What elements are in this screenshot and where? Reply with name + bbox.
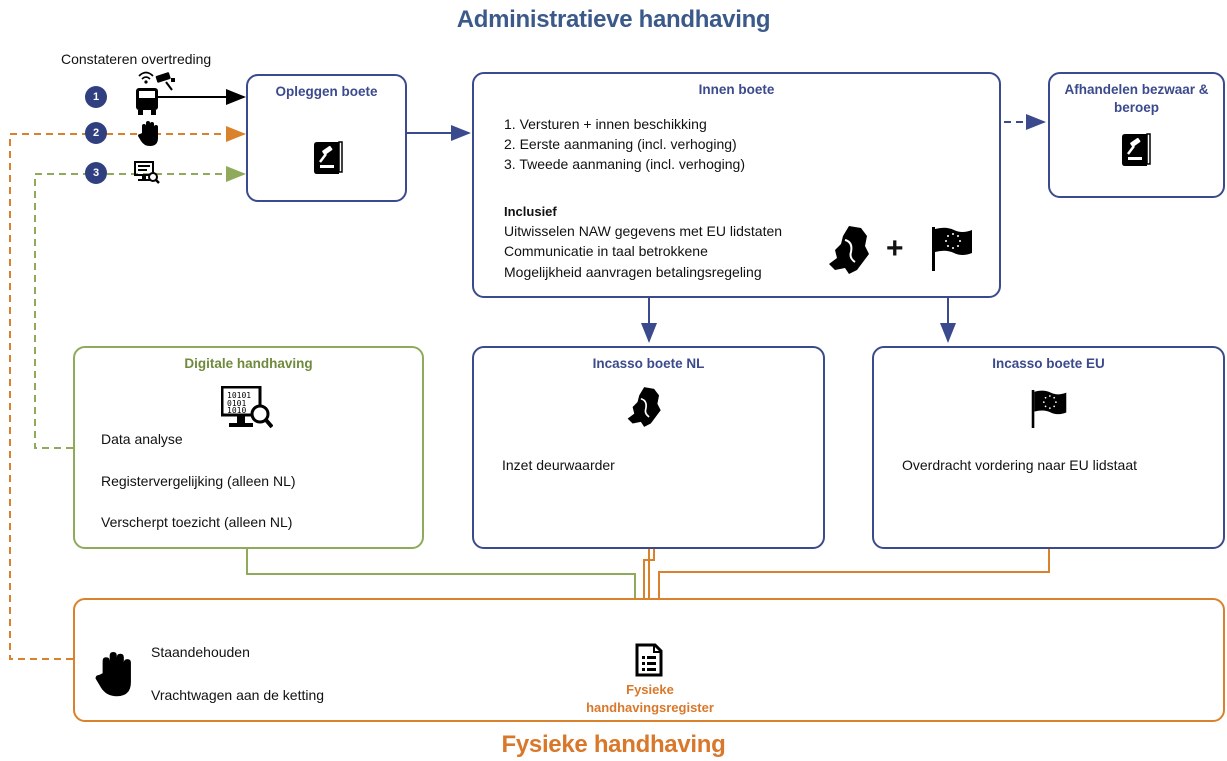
footer-title: Fysieke handhaving bbox=[501, 731, 726, 758]
innen-boete-title: Innen boete bbox=[698, 82, 775, 97]
plus-sign: + bbox=[886, 232, 904, 265]
incasso-eu-text: Overdracht vordering naar EU lidstaat bbox=[902, 457, 1137, 473]
inclusief-item-2: Communicatie in taal betrokkene bbox=[504, 243, 708, 259]
innen-boete-box: Innen boete 1. Versturen + innen beschik… bbox=[472, 72, 1001, 298]
svg-text:1010: 1010 bbox=[227, 406, 246, 415]
gavel-book-icon bbox=[314, 141, 343, 174]
bezwaar-title-line2: beroep bbox=[1113, 100, 1159, 115]
monitor-search-icon bbox=[134, 161, 160, 184]
bezwaar-title-line1: Afhandelen bezwaar & bbox=[1064, 82, 1209, 97]
inclusief-item-3: Mogelijkheid aanvragen betalingsregeling bbox=[504, 264, 762, 280]
badge-3: 3 bbox=[85, 162, 107, 184]
netherlands-map-icon bbox=[627, 387, 661, 427]
stop-hand-icon bbox=[138, 121, 158, 146]
register-document-icon bbox=[635, 643, 663, 677]
netherlands-map-icon bbox=[829, 226, 869, 274]
eu-flag-icon bbox=[1031, 390, 1067, 428]
svg-text:10101: 10101 bbox=[227, 391, 251, 400]
innen-step-2: 2. Eerste aanmaning (incl. verhoging) bbox=[504, 136, 737, 152]
inclusief-label: Inclusief bbox=[504, 204, 557, 219]
digitale-handhaving-title: Digitale handhaving bbox=[184, 356, 313, 371]
svg-text:0101: 0101 bbox=[227, 399, 246, 408]
inclusief-item-1: Uitwisselen NAW gegevens met EU lidstate… bbox=[504, 223, 783, 239]
arrow-fysiek-to-opleggen bbox=[9, 126, 246, 660]
fysiek-item-1: Staandehouden bbox=[151, 644, 250, 660]
opleggen-boete-title: Opleggen boete bbox=[275, 84, 378, 99]
opleggen-boete-box: Opleggen boete bbox=[246, 74, 407, 202]
truck-camera-icon bbox=[136, 71, 175, 115]
register-label-line2: handhavingsregister bbox=[586, 700, 714, 715]
innen-step-3: 3. Tweede aanmaning (incl. verhoging) bbox=[504, 156, 746, 172]
digitale-handhaving-box: Digitale handhaving 10101 0101 1010 Data… bbox=[73, 346, 424, 549]
arrow-digitale-to-opleggen bbox=[34, 166, 246, 449]
badge-2: 2 bbox=[85, 122, 107, 144]
eu-flag-icon bbox=[932, 227, 972, 271]
gavel-book-icon bbox=[1122, 133, 1151, 166]
header-title: Administratieve handhaving bbox=[456, 6, 771, 33]
innen-step-1: 1. Versturen + innen beschikking bbox=[504, 116, 707, 132]
detection-label: Constateren overtreding bbox=[61, 51, 212, 67]
incasso-eu-title: Incasso boete EU bbox=[992, 356, 1105, 371]
digitale-item-2: Registervergelijking (alleen NL) bbox=[101, 473, 296, 489]
incasso-nl-text: Inzet deurwaarder bbox=[502, 457, 615, 473]
digitale-item-3: Verscherpt toezicht (alleen NL) bbox=[101, 514, 293, 530]
fysieke-handhaving-box: Staandehouden Vrachtwagen aan de ketting… bbox=[73, 598, 1225, 722]
incasso-eu-box: Incasso boete EU Overdracht vordering na… bbox=[872, 346, 1225, 549]
monitor-search-icon: 10101 0101 1010 bbox=[221, 386, 273, 429]
badge-1: 1 bbox=[85, 86, 107, 108]
digitale-item-1: Data analyse bbox=[101, 431, 183, 447]
register-label-line1: Fysieke bbox=[626, 682, 674, 697]
bezwaar-beroep-box: Afhandelen bezwaar & beroep bbox=[1048, 72, 1225, 198]
incasso-nl-box: Incasso boete NL Inzet deurwaarder bbox=[472, 346, 825, 549]
incasso-nl-title: Incasso boete NL bbox=[592, 356, 705, 371]
fysiek-item-2: Vrachtwagen aan de ketting bbox=[151, 687, 325, 703]
stop-hand-icon bbox=[95, 652, 131, 697]
